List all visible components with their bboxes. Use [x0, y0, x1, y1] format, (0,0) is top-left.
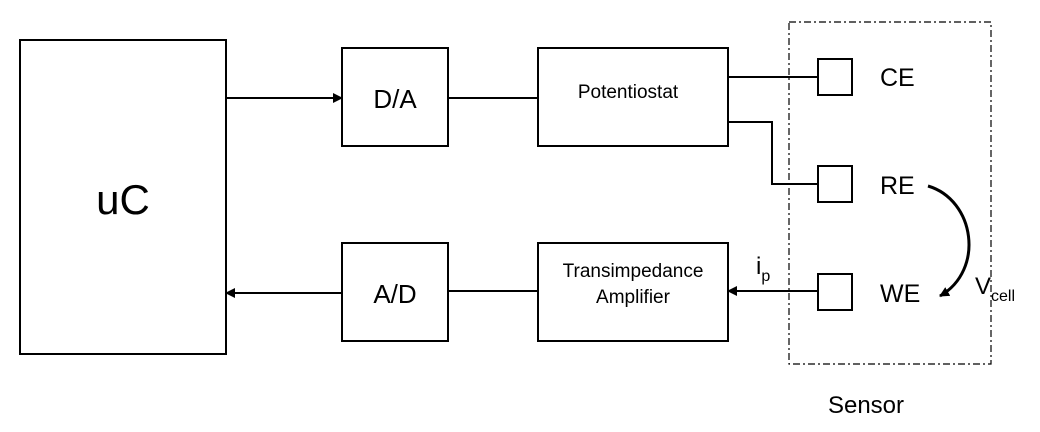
cell-voltage-arrow: [927, 184, 971, 298]
current-label-sub: p: [761, 268, 770, 285]
sensor-label: Sensor: [828, 392, 904, 419]
ce-terminal: [817, 58, 853, 96]
potentiostat-label: Potentiostat: [578, 82, 679, 103]
sensor-boundary: [788, 21, 992, 365]
voltage-label-sub: cell: [991, 288, 1015, 305]
voltage-label: Vcell: [975, 273, 1015, 305]
re-label: RE: [880, 172, 915, 200]
ce-label: CE: [880, 64, 915, 92]
uc-block: [19, 39, 227, 355]
da-label: D/A: [373, 84, 417, 114]
ad-label: A/D: [373, 279, 416, 309]
tia-label-line1: Transimpedance: [563, 261, 704, 282]
we-label: WE: [880, 280, 920, 308]
potentiostat-to-re-line: [728, 121, 818, 185]
uc-label: uC: [96, 176, 150, 223]
we-terminal: [817, 273, 853, 311]
voltage-label-main: V: [975, 273, 991, 300]
current-label-main: i: [756, 253, 761, 280]
da-block: [341, 47, 449, 147]
re-terminal: [817, 165, 853, 203]
potentiostat-block: [537, 47, 729, 147]
tia-label-line2: Amplifier: [596, 287, 671, 308]
current-label: ip: [756, 253, 770, 285]
